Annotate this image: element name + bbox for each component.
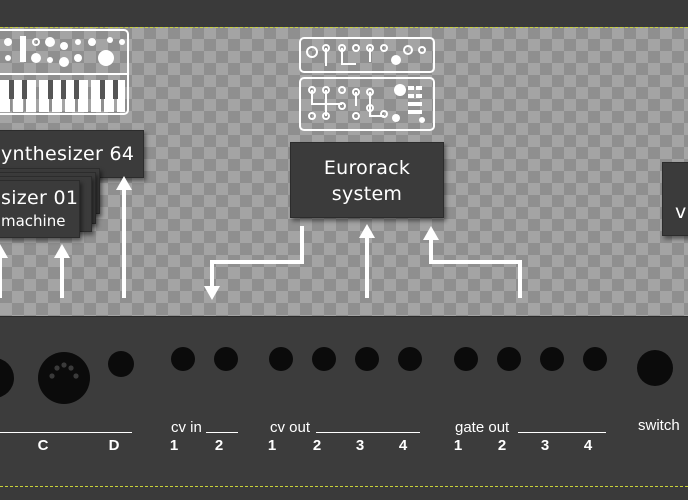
jack-cv-out-3 (355, 347, 379, 371)
cv-in-number-2: 2 (214, 437, 224, 454)
gate-out-underline (518, 432, 606, 433)
right-partial-label: v (675, 201, 687, 223)
cv-out-number-2: 2 (312, 437, 322, 454)
cv-out-number-3: 3 (355, 437, 365, 454)
arrow-up-to-eurorack-2 (429, 238, 522, 298)
jack-cv-out-1 (269, 347, 293, 371)
gate-out-number-1: 1 (453, 437, 463, 454)
bottom-dashed-guide (0, 486, 688, 487)
cv-in-label: cv in (171, 419, 202, 436)
interface-panel (0, 316, 688, 487)
cv-in-number-1: 1 (169, 437, 179, 454)
synthesizer-01-label: sizer 01 (1, 187, 79, 209)
jack-gate-out-4 (583, 347, 607, 371)
synthesizer-01-box: sizer 01 machine (0, 180, 80, 238)
switch-jack (637, 350, 673, 386)
port-d-label: D (108, 437, 120, 454)
cv-out-underline (316, 432, 420, 433)
cv-out-label: cv out (270, 419, 311, 436)
switch-label: switch (638, 417, 680, 434)
eurorack-system-box: Eurorack system (290, 142, 444, 218)
jack-d (108, 351, 134, 377)
midi-port-b (0, 358, 14, 398)
cv-out-number-4: 4 (398, 437, 408, 454)
gate-out-number-2: 2 (497, 437, 507, 454)
synthesizer-64-label: ynthesizer 64 (1, 143, 135, 165)
top-dashed-guide (0, 27, 688, 28)
cv-in-underline (206, 432, 238, 433)
port-c-label: C (37, 437, 49, 454)
drum-machine-label: machine (1, 212, 66, 230)
synthesizer-keyboard-icon (0, 29, 129, 115)
system-label: system (331, 183, 403, 205)
eurorack-label: Eurorack (323, 157, 411, 179)
jack-gate-out-2 (497, 347, 521, 371)
jack-cv-in-1 (171, 347, 195, 371)
jack-cv-out-4 (398, 347, 422, 371)
midi-port-c (38, 352, 90, 404)
gate-out-number-3: 3 (540, 437, 550, 454)
jack-cv-out-2 (312, 347, 336, 371)
panel-jacks (0, 347, 673, 404)
ports-underline (0, 432, 132, 433)
right-partial-box: v (662, 162, 688, 236)
jack-cv-in-2 (214, 347, 238, 371)
jack-gate-out-3 (540, 347, 564, 371)
cv-out-number-1: 1 (267, 437, 277, 454)
eurorack-modules-icon (299, 37, 435, 131)
jack-gate-out-1 (454, 347, 478, 371)
gate-out-number-4: 4 (583, 437, 593, 454)
arrow-eurorack-to-cv-in (210, 226, 304, 288)
gate-out-label: gate out (455, 419, 510, 436)
